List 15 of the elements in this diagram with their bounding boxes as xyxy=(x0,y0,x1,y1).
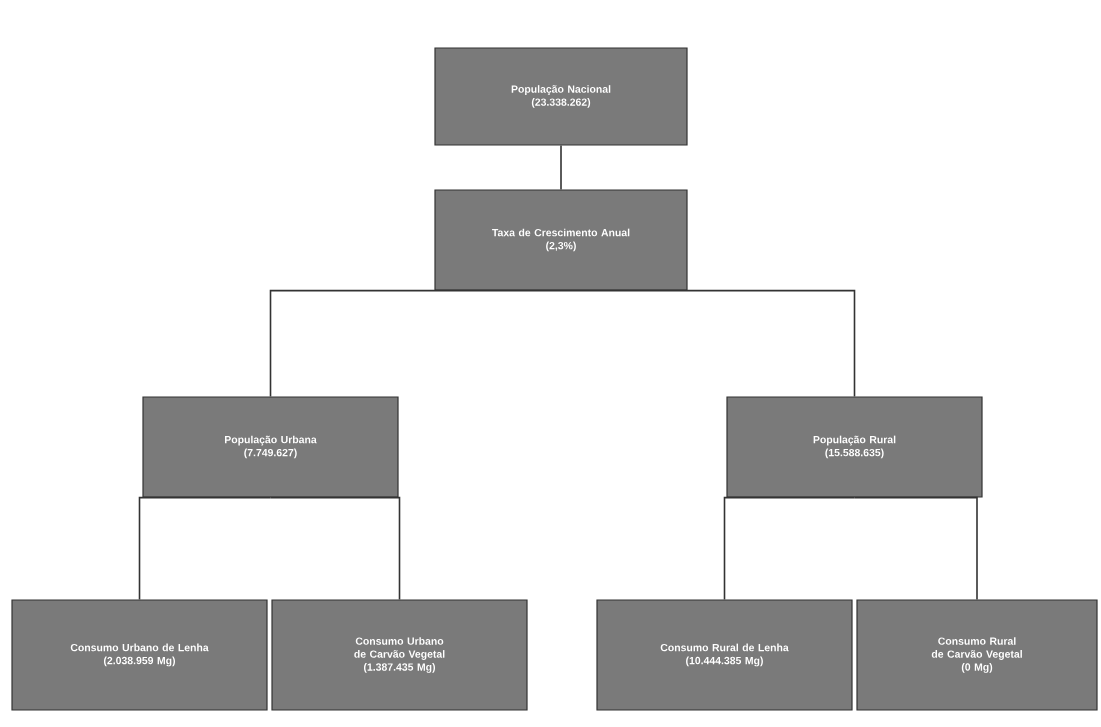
process-box: Consumo Rural de Carvão Vegetal (0 Mg) xyxy=(856,599,1098,711)
connector-line xyxy=(853,496,978,601)
process-box: População Urbana (7.749.627) xyxy=(142,396,399,498)
connector-line xyxy=(269,496,401,601)
process-box: Consumo Rural de Lenha (10.444.385 Mg) xyxy=(596,599,853,711)
connector-line xyxy=(560,144,562,191)
connector-line xyxy=(723,496,856,601)
connector-line xyxy=(138,496,272,601)
connector-line xyxy=(560,289,856,398)
process-box: Consumo Urbano de Lenha (2.038.959 Mg) xyxy=(11,599,268,711)
process-box: População Nacional (23.338.262) xyxy=(434,47,688,146)
connector-line xyxy=(269,289,562,398)
process-box: Consumo Urbano de Carvão Vegetal (1.387.435 Mg) xyxy=(271,599,528,711)
process-box: Taxa de Crescimento Anual (2,3%) xyxy=(434,189,688,291)
process-box: População Rural (15.588.635) xyxy=(726,396,983,498)
